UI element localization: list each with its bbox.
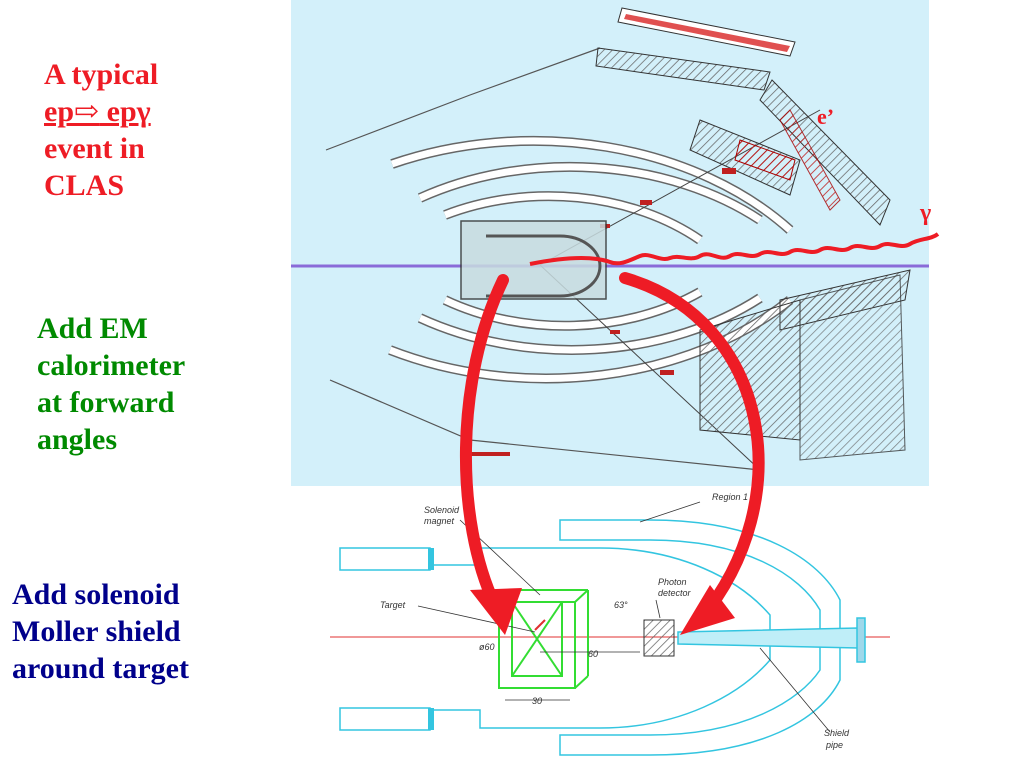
electron-label: e’ bbox=[817, 104, 834, 129]
solenoid-detector-sketch bbox=[330, 519, 890, 756]
label-angle: 63° bbox=[614, 600, 628, 610]
title-reaction: ep⇨ epγ bbox=[44, 93, 158, 130]
reaction-initial: ep bbox=[44, 95, 74, 128]
em-calorimeter-text: Add EM calorimeter at forward angles bbox=[37, 310, 185, 458]
label-magnet: magnet bbox=[424, 516, 455, 526]
em-line-1: Add EM bbox=[37, 312, 148, 345]
target-region-curve bbox=[486, 234, 602, 298]
sol-line-1: Add solenoid bbox=[12, 578, 180, 611]
solenoid-magnet bbox=[498, 589, 589, 689]
arrow-to-solenoid bbox=[459, 274, 509, 611]
em-line-3: at forward bbox=[37, 386, 175, 419]
outer-frame-upper bbox=[325, 47, 601, 151]
em-line-2: calorimeter bbox=[37, 349, 186, 382]
reaction-final: epγ bbox=[99, 95, 151, 128]
label-region: Region 1 D bbox=[712, 492, 758, 502]
title-line-3: event in bbox=[44, 132, 145, 165]
arrow-head-photon bbox=[680, 585, 735, 635]
forward-calorimeter-upper bbox=[595, 7, 891, 226]
reaction-arrow-icon: ⇨ bbox=[74, 95, 100, 128]
sol-line-3: around target bbox=[12, 652, 189, 685]
photon-detector bbox=[643, 619, 675, 657]
upstream-block-upper bbox=[339, 547, 431, 571]
label-photon: Photon bbox=[658, 577, 687, 587]
arrow-head-solenoid bbox=[470, 588, 522, 635]
outer-frame-lower bbox=[329, 379, 761, 471]
label-pipe: pipe bbox=[825, 740, 843, 750]
shield-flange bbox=[856, 617, 866, 663]
sol-line-2: Moller shield bbox=[12, 615, 181, 648]
title-line-4: CLAS bbox=[44, 169, 125, 202]
photon-label: γ bbox=[919, 200, 931, 226]
photon-wavy-line bbox=[529, 232, 940, 266]
shield-pipe bbox=[677, 627, 859, 649]
title-block: A typical ep⇨ epγ event in CLAS bbox=[44, 56, 158, 204]
label-solenoid: Solenoid bbox=[424, 505, 460, 515]
title-line-1: A typical bbox=[44, 58, 159, 91]
solenoid-text: Add solenoid Moller shield around target bbox=[12, 576, 189, 687]
forward-calorimeter-lower bbox=[699, 269, 911, 461]
label-target: Target bbox=[380, 600, 406, 610]
label-diameter: ø60 bbox=[479, 642, 495, 652]
upstream-block-lower bbox=[339, 707, 431, 731]
label-detector: detector bbox=[658, 588, 692, 598]
target-zoom-box bbox=[460, 220, 607, 300]
sketch-annotations: Solenoid magnet Target Region 1 D ø60 63… bbox=[380, 492, 850, 750]
label-distance: 60 bbox=[588, 649, 598, 659]
target-marker bbox=[534, 619, 546, 631]
region1-shell bbox=[559, 519, 841, 756]
arrow-to-photon-detector bbox=[619, 272, 765, 626]
label-width: 30 bbox=[532, 696, 542, 706]
inner-shell bbox=[430, 547, 771, 729]
em-line-4: angles bbox=[37, 423, 118, 456]
label-shield: Shield bbox=[824, 728, 850, 738]
big-arrows bbox=[459, 272, 765, 626]
